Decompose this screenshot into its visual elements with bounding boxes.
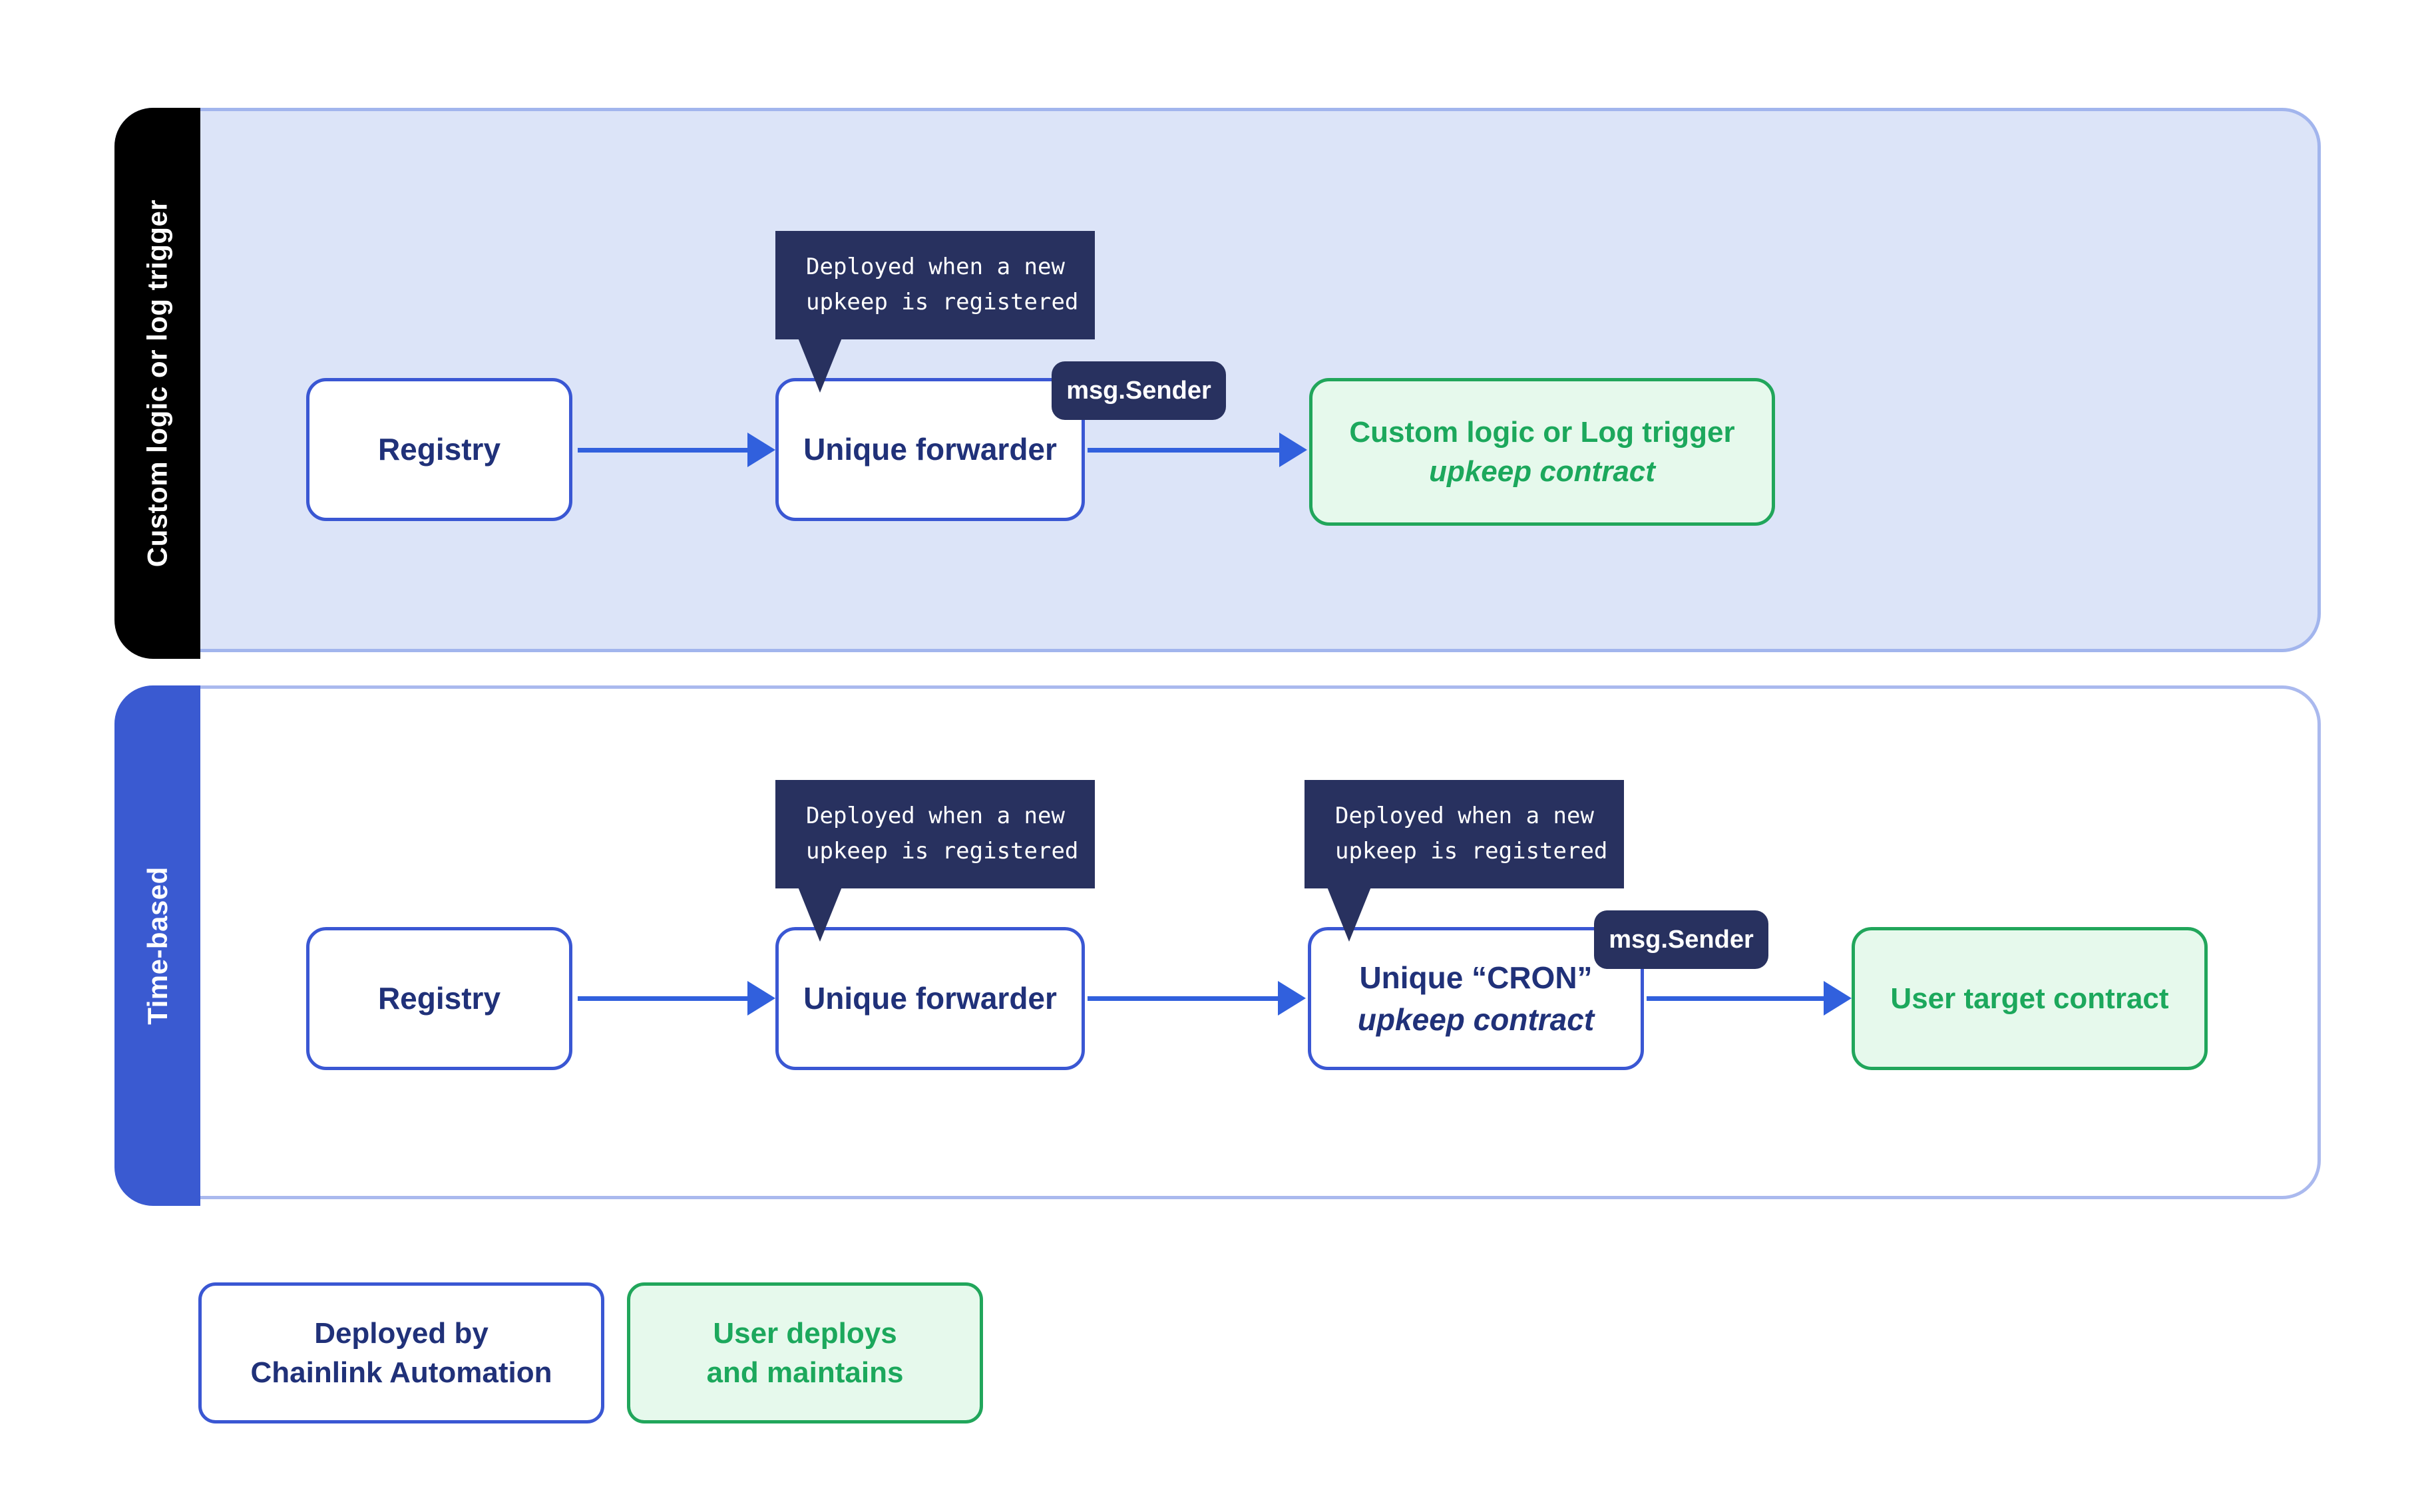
cron-upkeep-line2: upkeep contract (1357, 1002, 1595, 1037)
user-target-contract-node: User target contract (1852, 927, 2208, 1070)
lane-label-time-based: Time-based (141, 866, 173, 1025)
tooltip-line1: Deployed when a new (806, 803, 1065, 829)
tooltip-pointer (798, 887, 842, 942)
tooltip-pointer (798, 338, 842, 393)
tooltip-line1: Deployed when a new (1335, 803, 1594, 829)
legend-user-line2: and maintains (706, 1356, 904, 1389)
forwarder-label: Unique forwarder (803, 981, 1057, 1016)
legend-user-line1: User deploys (713, 1316, 897, 1350)
arrow-forwarder-to-cron-time-based (1088, 981, 1306, 1016)
tooltip-line2: upkeep is registered (806, 288, 1079, 315)
lane-label-custom-logic: Custom logic or log trigger (141, 199, 173, 568)
legend-chainlink-line1: Deployed by (314, 1316, 489, 1350)
msg-sender-badge-custom-logic: msg.Sender (1052, 361, 1226, 420)
tooltip-forwarder-custom-logic: Deployed when a new upkeep is registered (775, 231, 1095, 393)
upkeep-contract-line2: upkeep contract (1429, 455, 1655, 488)
legend-user-deploys: User deploys and maintains (627, 1282, 983, 1423)
legend-chainlink-line2: Chainlink Automation (250, 1356, 552, 1389)
cron-upkeep-contract-node: Unique “CRON” upkeep contract (1308, 927, 1644, 1070)
forwarder-label: Unique forwarder (803, 432, 1057, 467)
lane-strip-custom-logic: Custom logic or log trigger (114, 108, 200, 659)
legend-deployed-by-chainlink: Deployed by Chainlink Automation (198, 1282, 604, 1423)
tooltip-pointer (1327, 887, 1371, 942)
tooltip-forwarder-time-based: Deployed when a new upkeep is registered (775, 780, 1095, 942)
cron-upkeep-line1: Unique “CRON” (1359, 960, 1593, 996)
arrow-forwarder-to-upkeep-custom-logic (1088, 433, 1307, 467)
tooltip-cron-time-based: Deployed when a new upkeep is registered (1305, 780, 1624, 942)
tooltip-line2: upkeep is registered (806, 837, 1079, 864)
registry-node-custom-logic: Registry (306, 378, 572, 521)
registry-label: Registry (377, 981, 501, 1016)
tooltip-line1: Deployed when a new (806, 254, 1065, 280)
arrow-registry-to-forwarder-custom-logic (578, 433, 775, 467)
upkeep-contract-line1: Custom logic or Log trigger (1349, 415, 1735, 449)
msg-sender-label: msg.Sender (1066, 376, 1211, 405)
arrow-cron-to-target-time-based (1647, 981, 1852, 1016)
arrow-registry-to-forwarder-time-based (578, 981, 775, 1016)
forwarder-node-custom-logic: Unique forwarder (775, 378, 1085, 521)
registry-label: Registry (377, 432, 501, 467)
upkeep-contract-node-custom-logic: Custom logic or Log trigger upkeep contr… (1309, 378, 1775, 526)
msg-sender-badge-time-based: msg.Sender (1594, 910, 1768, 969)
user-target-contract-label: User target contract (1890, 982, 2169, 1015)
registry-node-time-based: Registry (306, 927, 572, 1070)
tooltip-line2: upkeep is registered (1335, 837, 1608, 864)
lane-strip-time-based: Time-based (114, 685, 200, 1206)
msg-sender-label: msg.Sender (1609, 925, 1754, 954)
forwarder-node-time-based: Unique forwarder (775, 927, 1085, 1070)
